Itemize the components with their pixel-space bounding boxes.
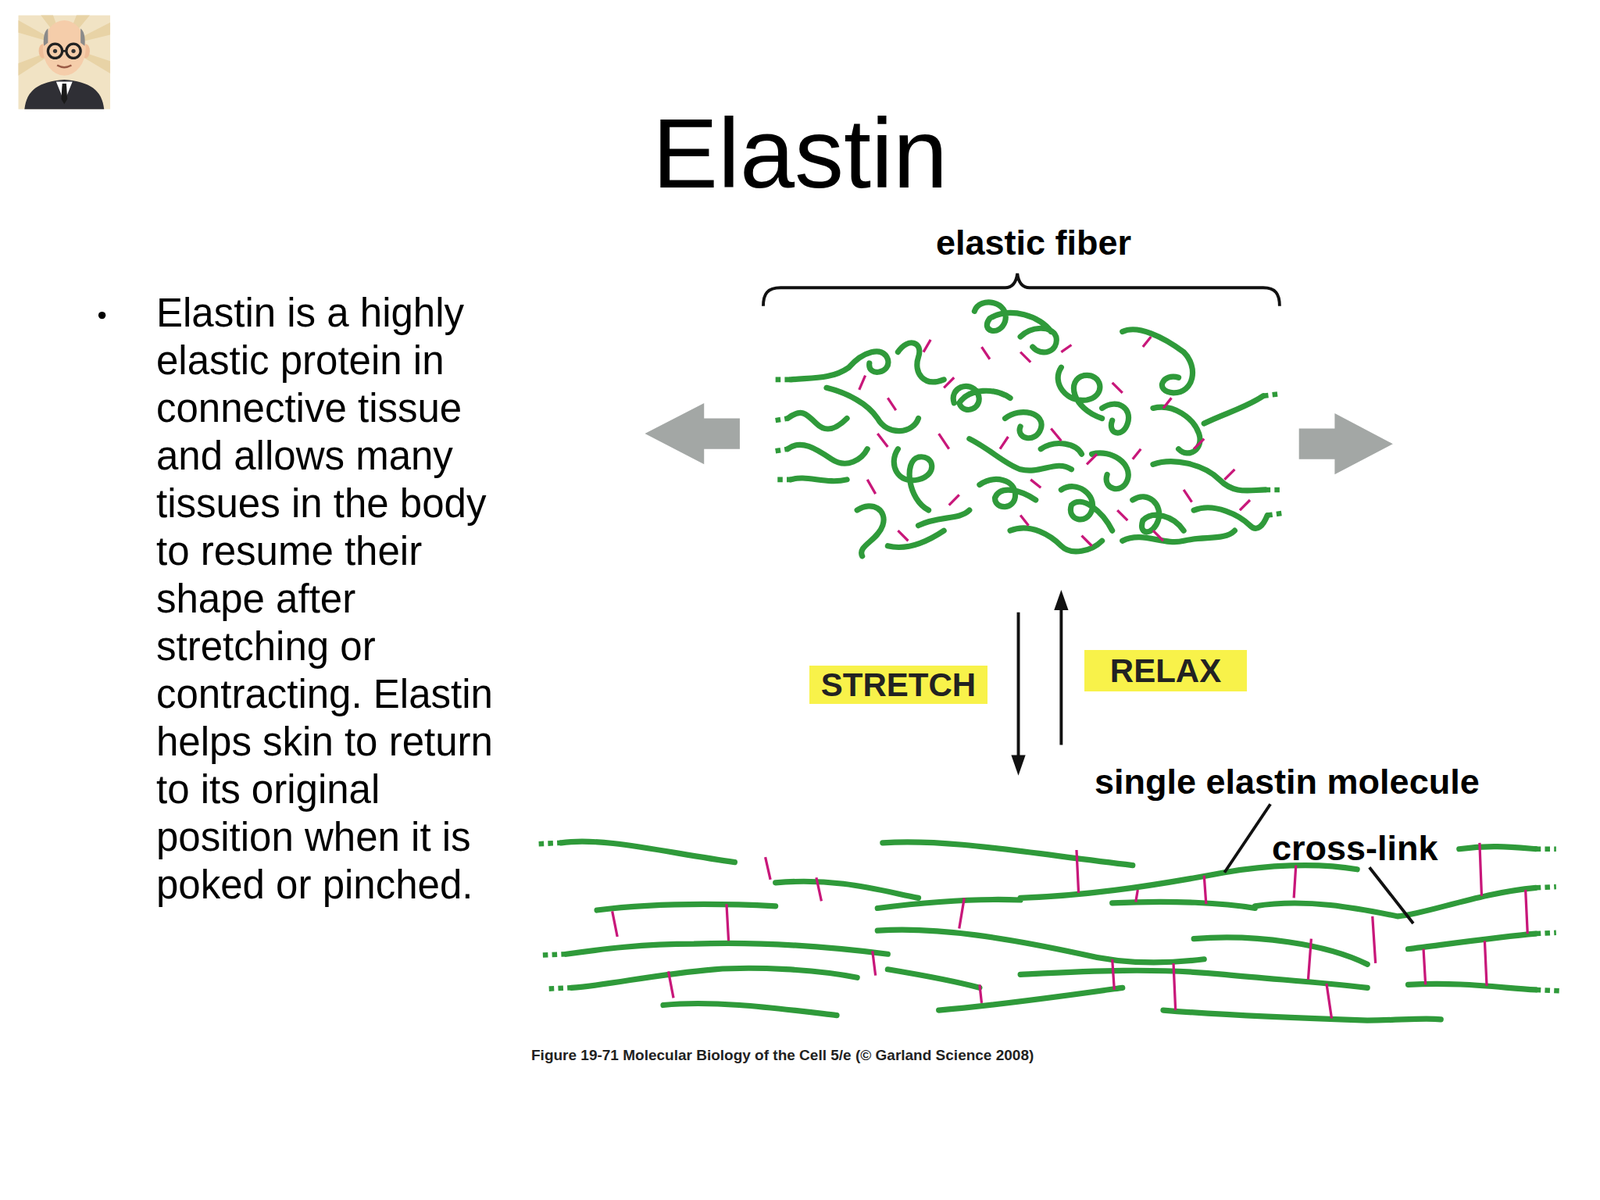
- relax-arrow-shaft: [1059, 607, 1063, 745]
- leader-line: [1369, 867, 1414, 924]
- relax-arrow-head: [1053, 589, 1068, 611]
- leader-line: [1224, 803, 1271, 873]
- figure-label: cross-link: [1271, 830, 1439, 866]
- avatar-glasses: [66, 43, 81, 58]
- stretch-arrow-shaft: [1017, 612, 1021, 758]
- avatar-head: [42, 20, 86, 76]
- step-label: STRETCH: [821, 668, 976, 702]
- avatar-suit: [24, 79, 104, 110]
- step-label-box: STRETCH: [809, 665, 988, 704]
- step-label: RELAX: [1110, 654, 1222, 688]
- cross-link: [859, 336, 1250, 547]
- avatar-hair: [43, 28, 86, 47]
- figure-label: single elastin molecule: [1094, 764, 1480, 800]
- avatar-glasses: [47, 43, 62, 58]
- avatar-tie: [60, 83, 68, 104]
- stretch-arrow-head: [1010, 755, 1025, 776]
- elastin-strand: [787, 302, 1268, 557]
- pull-arrow: [1299, 413, 1393, 475]
- bullet-dot: [98, 311, 106, 319]
- slide-title: Elastin: [0, 104, 1600, 204]
- cross-link: [612, 842, 1529, 1019]
- elastin-strand: [560, 841, 1536, 1021]
- avatar-background: [18, 15, 111, 110]
- step-label-box: RELAX: [1084, 650, 1247, 692]
- avatar-icon: [18, 15, 111, 110]
- brace: [763, 273, 1280, 307]
- avatar-glasses-bridge: [62, 50, 67, 53]
- bullet-text: Elastin is a highly elastic protein in c…: [156, 289, 508, 909]
- figure-caption: Figure 19-71 Molecular Biology of the Ce…: [531, 1047, 1034, 1063]
- strand-continuation: [775, 379, 1283, 516]
- avatar-eye: [71, 49, 75, 54]
- pull-arrow: [644, 403, 740, 465]
- avatar-eye: [53, 49, 58, 54]
- figure-label: elastic fiber: [935, 225, 1132, 261]
- avatar-mouth: [57, 65, 72, 68]
- avatar-rays: [18, 15, 111, 76]
